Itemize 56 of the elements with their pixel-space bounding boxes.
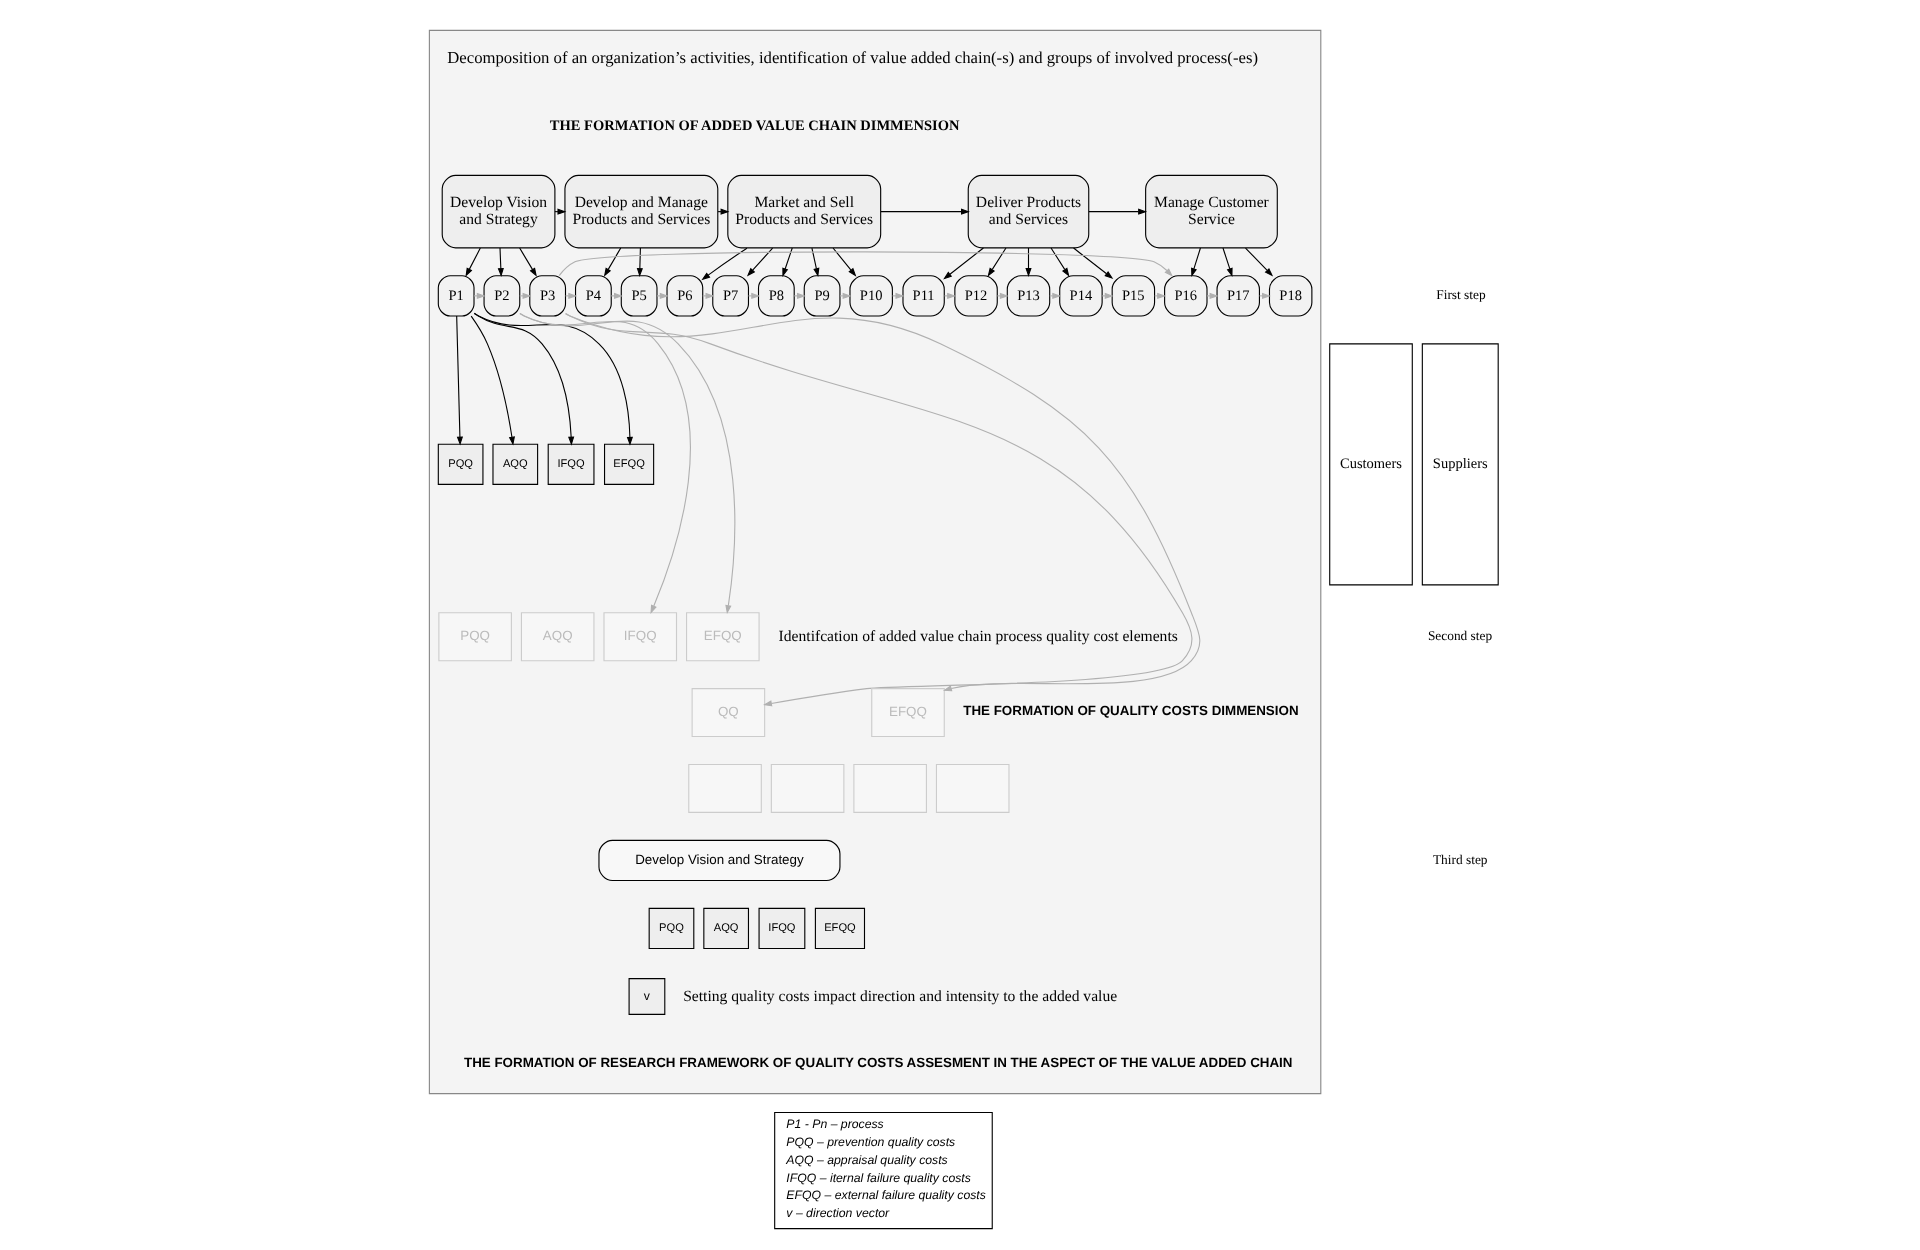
arrow xyxy=(1205,292,1218,299)
arrow xyxy=(455,315,463,446)
arrow xyxy=(700,247,747,281)
arrow xyxy=(609,292,622,299)
arrow xyxy=(655,292,668,299)
node-box: Manage Customer Service xyxy=(1144,174,1277,249)
arrow xyxy=(781,247,792,277)
arrow xyxy=(701,292,714,299)
arrow xyxy=(1087,208,1147,215)
label: Setting quality costs impact direction and intensity to the added value xyxy=(682,986,1117,1005)
arrow xyxy=(1024,247,1031,278)
arrow xyxy=(518,292,531,299)
arrow xyxy=(746,292,760,299)
arrow xyxy=(942,292,956,299)
arrow xyxy=(1153,292,1166,299)
arrow xyxy=(942,247,983,280)
node-box xyxy=(687,763,761,813)
arrow xyxy=(472,312,633,446)
arrow xyxy=(563,292,577,299)
arrow xyxy=(745,247,773,277)
cluster xyxy=(427,29,1321,1095)
node-box xyxy=(852,763,926,813)
arrow xyxy=(602,247,621,277)
arrow xyxy=(518,313,735,615)
node-box: Deliver Products and Services xyxy=(966,174,1089,249)
arrow xyxy=(472,312,574,446)
arrow xyxy=(635,247,642,278)
arrow xyxy=(890,292,904,299)
arrow xyxy=(464,247,480,277)
node-box xyxy=(934,763,1009,813)
arrow xyxy=(986,247,1006,277)
label: Identifcation of added value chain process quality cost elements xyxy=(777,626,1177,645)
label: Decomposition of an organization’s activities, identification of value added chain(-s) and groups of involved process(-es) xyxy=(446,49,1258,68)
arrow xyxy=(995,292,1008,299)
arrow xyxy=(792,292,805,299)
arrow xyxy=(1048,292,1061,299)
arrow xyxy=(469,315,514,446)
arrow xyxy=(472,292,485,299)
arrow xyxy=(1221,247,1232,277)
arrow xyxy=(1072,247,1113,280)
arrow xyxy=(810,247,819,277)
arrow xyxy=(879,208,969,215)
arrow xyxy=(518,247,536,277)
arrow xyxy=(1258,292,1270,299)
arrow xyxy=(1100,292,1113,299)
arrow xyxy=(1243,247,1273,277)
arrow xyxy=(1190,247,1200,277)
node-box: Develop Vision and Strategy xyxy=(440,174,555,249)
arrow xyxy=(557,251,1172,277)
arrow xyxy=(496,247,503,278)
arrow xyxy=(831,247,856,277)
arrow xyxy=(1049,247,1069,277)
arrow xyxy=(838,292,851,299)
node-box: Market and Sell Products and Services xyxy=(726,174,881,249)
node-box xyxy=(769,763,844,813)
node-box: Develop and Manage Products and Services xyxy=(563,174,718,249)
